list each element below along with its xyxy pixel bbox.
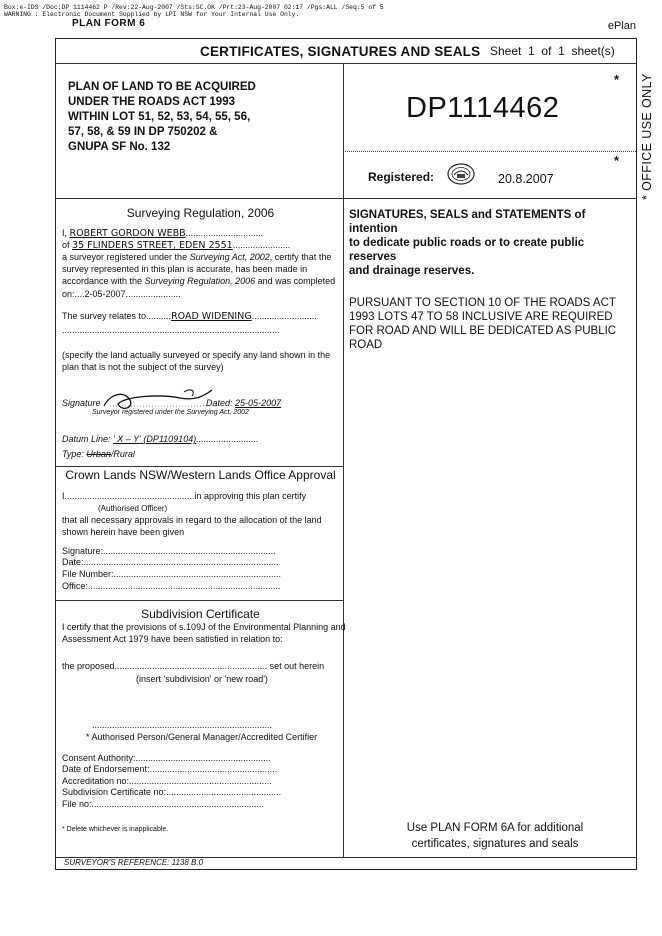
crown-lands-heading: Crown Lands NSW/Western Lands Office App… (65, 468, 336, 482)
plan-title: PLAN OF LAND TO BE ACQUIRED UNDER THE RO… (68, 81, 256, 153)
page-title: CERTIFICATES, SIGNATURES AND SEALS (200, 44, 481, 59)
crown-approval-text: that all necessary approvals in regard t… (62, 515, 322, 525)
form-name: PLAN FORM 6 (72, 18, 146, 29)
registered-divider (343, 151, 636, 152)
asterisk-mark: * (614, 153, 620, 168)
insert-caption: (insert 'subdivision' or 'new road') (136, 674, 268, 684)
certification-text: accordance with the Surveying Regulation… (62, 276, 336, 286)
registration-seal-icon (447, 163, 475, 185)
crown-signature-line: Signature:..............................… (62, 546, 276, 556)
signatures-heading: SIGNATURES, SEALS and STATEMENTS of inte… (349, 209, 586, 277)
column-divider (343, 63, 344, 858)
signature-label: Signature (62, 398, 101, 408)
eplan-label: ePlan (607, 20, 636, 32)
document-warning-line: WARNING : Electronic Document Supplied b… (4, 11, 300, 18)
certification-text: survey represented in this plan is accur… (62, 264, 308, 274)
surveyor-name-line: I, ROBERT GORDON WEBB...................… (62, 228, 264, 239)
subdivision-certify-text: Assessment Act 1979 have been satisfied … (62, 634, 283, 644)
document-stamp-line: Box:e-IDS /Doc:DP 1114462 P /Rev:22-Aug-… (4, 4, 384, 11)
dp-number: DP1114462 (406, 92, 560, 124)
delete-note: * Delete whichever is inapplicable. (62, 826, 169, 833)
accreditation-line: Accreditation no:.......................… (62, 776, 272, 786)
consent-authority-line: Consent Authority:......................… (62, 753, 271, 763)
crown-date-line: Date:...................................… (62, 557, 279, 567)
pursuant-statement: PURSUANT TO SECTION 10 OF THE ROADS ACT … (349, 297, 617, 351)
surveying-divider (56, 466, 343, 467)
surveyors-reference: SURVEYOR'S REFERENCE: 1138 B.0 (64, 858, 204, 867)
registered-label: Registered: (368, 170, 435, 184)
surveyor-address-line: of 35 FLINDERS STREET, EDEN 2551........… (62, 240, 291, 251)
subdivision-certify-text: I certify that the provisions of s.109J … (62, 622, 346, 632)
form-frame (55, 38, 637, 870)
authorised-officer-caption: (Authorised Officer) (98, 504, 168, 513)
sheet-indicator: Sheet 1 of 1 sheet(s) (490, 44, 615, 58)
certifier-dotted-line: ........................................… (92, 720, 273, 730)
authorised-person-caption: * Authorised Person/General Manager/Accr… (86, 732, 318, 742)
specify-note: plan that is not the subject of the surv… (62, 362, 224, 372)
file-no-line: File no:................................… (62, 799, 265, 809)
subdivision-heading: Subdivision Certificate (141, 607, 260, 621)
endorsement-date-line: Date of Endorsement:....................… (62, 764, 278, 774)
use-plan-form-note: Use PLAN FORM 6A for additional certific… (406, 822, 584, 850)
type-line: Type: Urban/Rural (62, 449, 135, 459)
subdivision-cert-no-line: Subdivision Certificate no:.............… (62, 787, 282, 797)
title-block-divider (56, 198, 636, 199)
crown-office-line: Office:.................................… (62, 581, 281, 591)
proposed-line: the proposed............................… (62, 661, 325, 671)
surveyor-signature (100, 386, 220, 416)
crown-divider (56, 600, 343, 601)
header-divider (56, 63, 636, 64)
certification-text: a surveyor registered under the Surveyin… (62, 252, 332, 262)
crown-approval-text: shown herein have been given (62, 527, 185, 537)
footer-divider (56, 857, 636, 858)
asterisk-mark: * (614, 72, 620, 87)
datum-line: Datum Line: ' X – Y' (DP1109104)........… (62, 434, 259, 444)
crown-certify-line: I.......................................… (62, 491, 307, 501)
signature-date-line: Dated: 25-05-2007 (206, 398, 282, 408)
specify-note: (specify the land actually surveyed or s… (62, 350, 331, 360)
crown-file-number-line: File Number:............................… (62, 569, 282, 579)
survey-relates-line: The survey relates to..........ROAD WIDE… (62, 311, 317, 322)
survey-relates-continuation: ........................................… (62, 325, 280, 335)
office-use-label: * OFFICE USE ONLY (640, 73, 654, 200)
registered-date: 20.8.2007 (498, 172, 554, 186)
completion-date-line: on:....2-05-2007...................... (62, 289, 181, 299)
surveying-heading: Surveying Regulation, 2006 (126, 206, 275, 220)
surveyor-registered-caption: Surveyor registered under the Surveying … (92, 409, 249, 416)
